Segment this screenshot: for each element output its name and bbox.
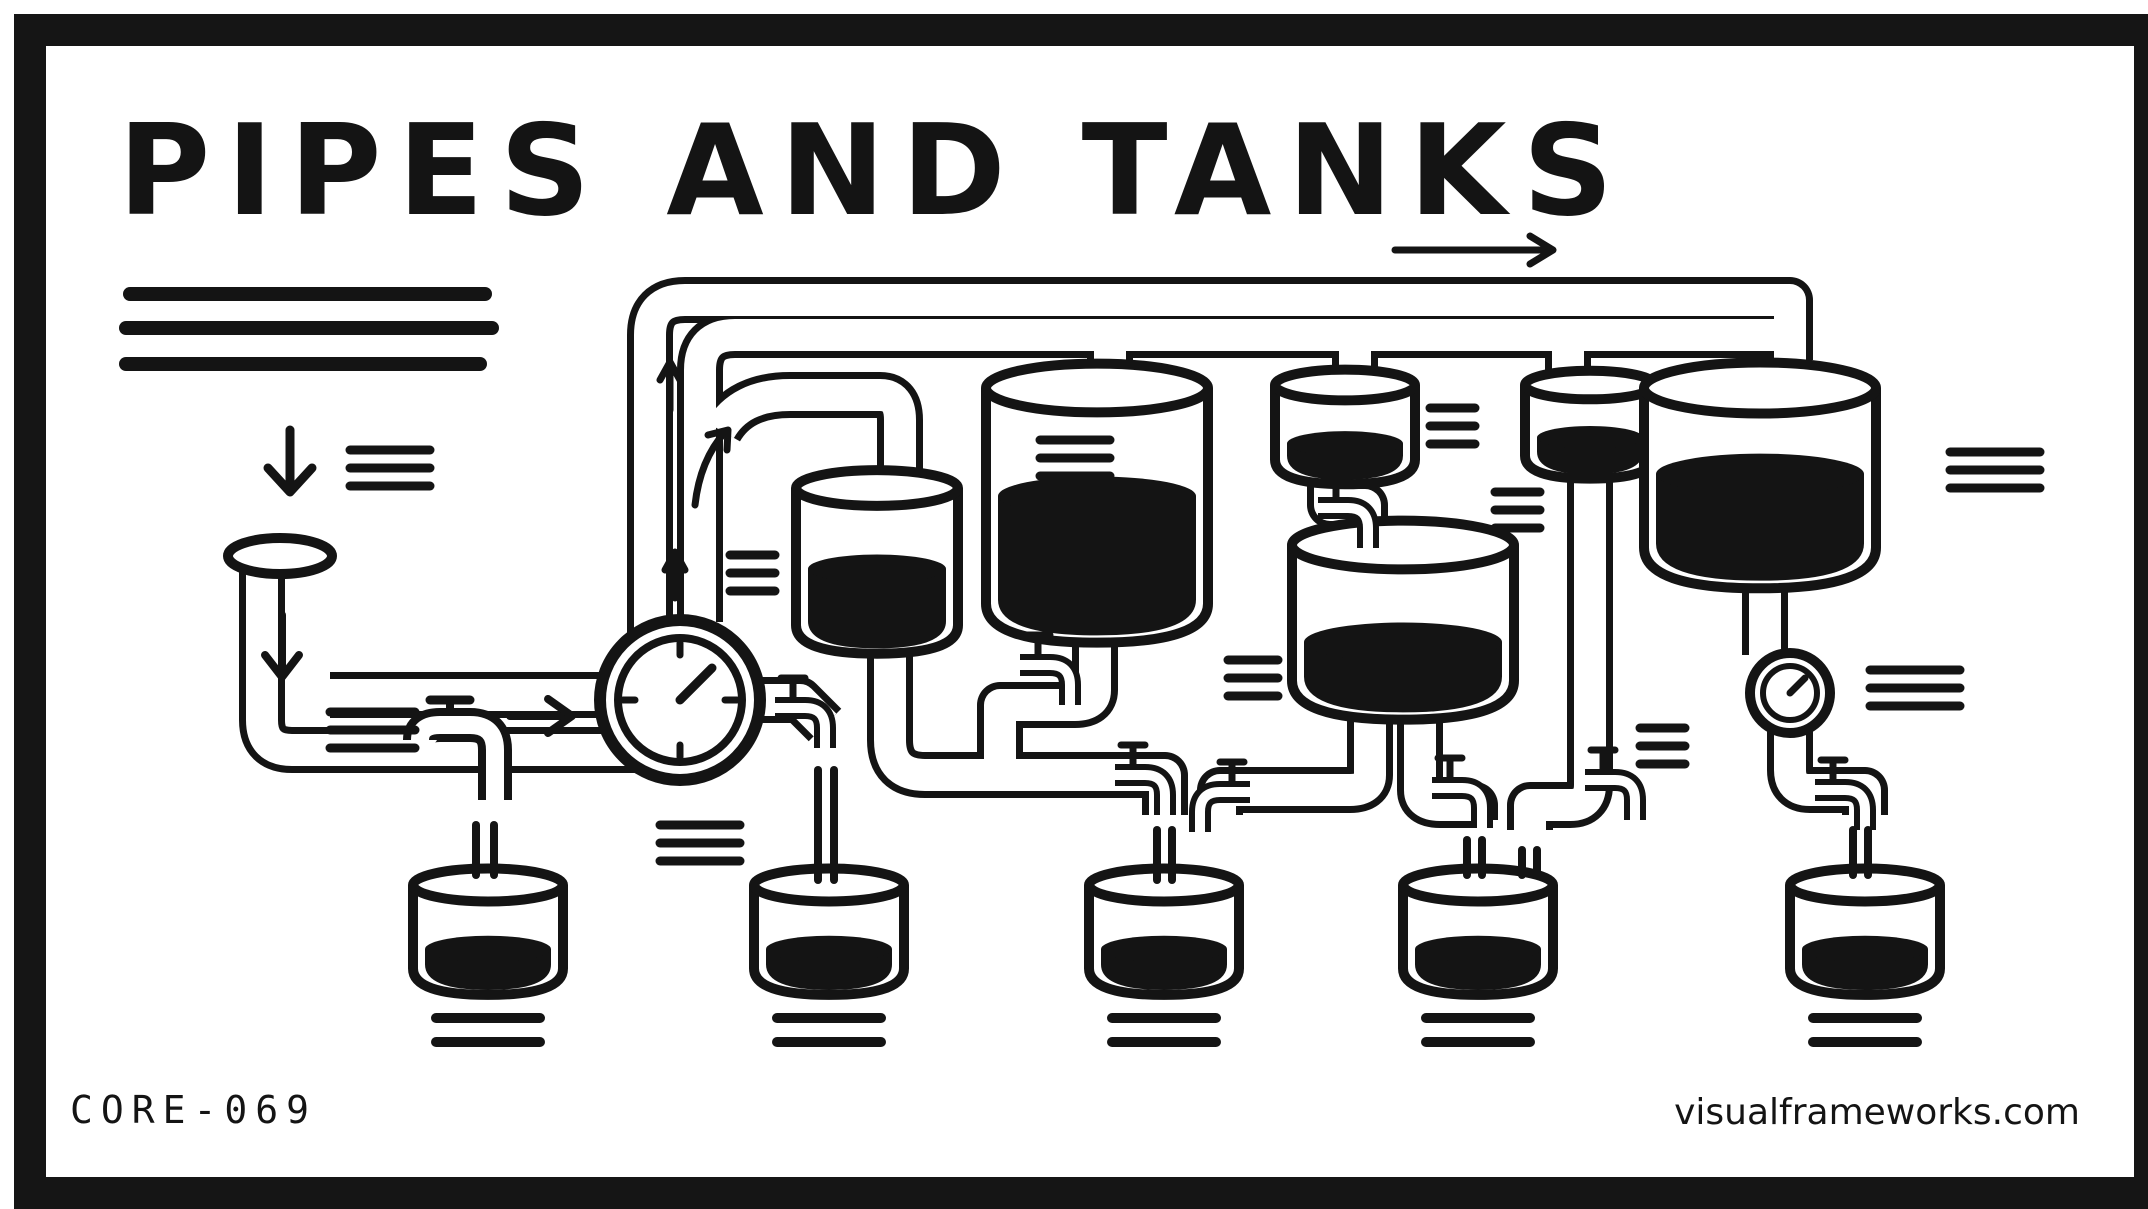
arrow-icon — [691, 426, 732, 509]
text-lines-icon — [1035, 435, 1115, 481]
faucet-icon — [403, 695, 512, 800]
tank-icon — [1785, 863, 1945, 1000]
tank-3 — [1270, 364, 1420, 490]
faucet-icon — [1318, 474, 1379, 548]
text-lines-icon — [725, 550, 780, 596]
tank-1 — [791, 465, 963, 659]
faucet-icon — [1189, 758, 1250, 832]
border-frame — [14, 14, 2148, 1209]
gauge-icon — [619, 639, 741, 761]
website-credit: visualframeworks.com — [1674, 1092, 2080, 1133]
arrow-icon — [506, 695, 576, 737]
tank-2 — [981, 358, 1213, 648]
tank-6 — [1639, 357, 1881, 594]
input-funnel — [223, 533, 337, 579]
tank-icon — [1084, 863, 1244, 1000]
faucet-icon — [1432, 754, 1493, 828]
text-lines-icon — [1490, 487, 1545, 533]
faucets — [403, 474, 1876, 832]
faucet-icon — [1815, 756, 1876, 830]
tank-4 — [1287, 515, 1519, 725]
arrow-icon — [1391, 232, 1557, 268]
faucet-icon — [1020, 631, 1081, 705]
tank-icon — [749, 863, 909, 1000]
arrow-icon — [261, 611, 303, 681]
title-underline-lines — [119, 287, 499, 371]
page-title: PIPES AND TANKS — [118, 97, 1630, 244]
text-lines-icon — [345, 445, 435, 491]
label-placeholders — [325, 403, 2045, 866]
faucet-icon — [1585, 746, 1646, 820]
arrow-icon — [661, 548, 689, 602]
flow-arrows — [261, 232, 1557, 737]
faucet-icon — [1115, 741, 1176, 815]
faucet-icon — [775, 674, 836, 748]
collector-tanks — [408, 863, 1945, 1047]
tank-icon — [408, 863, 568, 1000]
text-lines-icon — [1945, 447, 2045, 493]
arrow-icon — [263, 425, 317, 497]
arrow-icon — [656, 358, 684, 414]
main-tanks — [791, 357, 1881, 725]
tank-icon — [1398, 863, 1558, 1000]
small-gauge — [1745, 648, 1835, 738]
text-lines-icon — [1223, 655, 1283, 701]
text-lines-icon — [655, 820, 745, 866]
main-gauge — [594, 614, 766, 786]
text-lines-icon — [1865, 665, 1965, 711]
text-lines-icon — [1425, 403, 1480, 449]
text-lines-icon — [1635, 723, 1690, 769]
tank-5 — [1520, 365, 1660, 484]
figure-code: CORE-069 — [70, 1088, 318, 1132]
water-streams — [472, 766, 1872, 884]
text-lines-icon — [325, 707, 420, 753]
